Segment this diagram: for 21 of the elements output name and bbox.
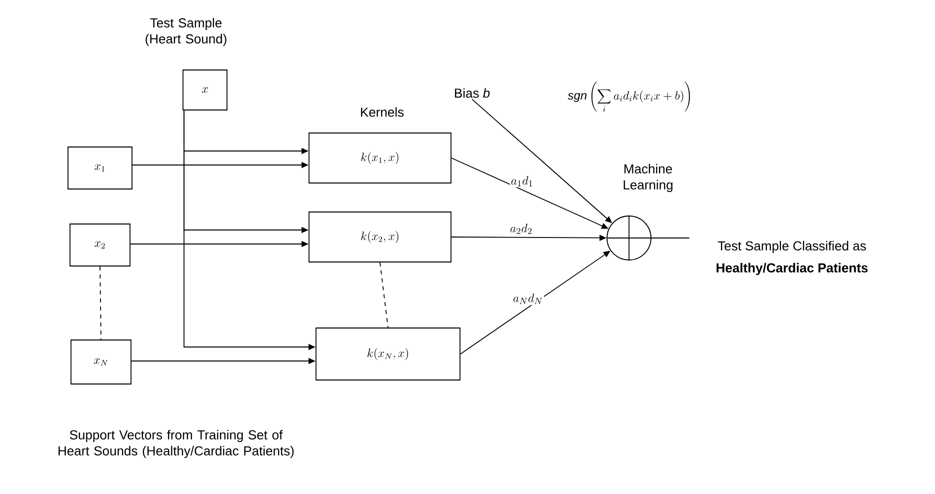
- input-box: $x_N$: [70, 340, 132, 384]
- input-box: $x_1$: [68, 146, 132, 190]
- arrow: [460, 250, 610, 354]
- caption: Support Vectors from Training Set of Heart Sounds (Healthy/Cardiac Patients): [58, 430, 294, 458]
- node-caption: Machine Learning: [624, 164, 672, 192]
- summing-circle: [606, 215, 652, 261]
- caption: Kernels: [361, 107, 404, 117]
- kernel-box: $k(x_2, x)$: [308, 212, 452, 262]
- input-label: Bias b: [455, 88, 490, 98]
- edge-label: $a_1 d_1$: [511, 176, 532, 186]
- output-label: Test Sample Classified as Healthy/Cardiac Patients: [716, 240, 868, 276]
- input-box: $x_2$: [70, 224, 130, 266]
- dashed-line: [380, 262, 388, 328]
- formula: $\mathit{sgn}\left(\sum_i a_i d_i k(x_i x + b)\right)$: [568, 82, 690, 112]
- kernel-box: $k(x_1, x)$: [308, 132, 452, 184]
- input-box: $x$: [182, 70, 228, 110]
- node-caption: Test Sample (Heart Sound): [146, 18, 226, 46]
- edge-label: $a_2 d_2$: [510, 224, 532, 234]
- kernel-box: $k(x_N, x)$: [316, 328, 460, 380]
- edge-label: $a_N d_N$: [513, 294, 542, 304]
- dashed-line: [100, 266, 102, 340]
